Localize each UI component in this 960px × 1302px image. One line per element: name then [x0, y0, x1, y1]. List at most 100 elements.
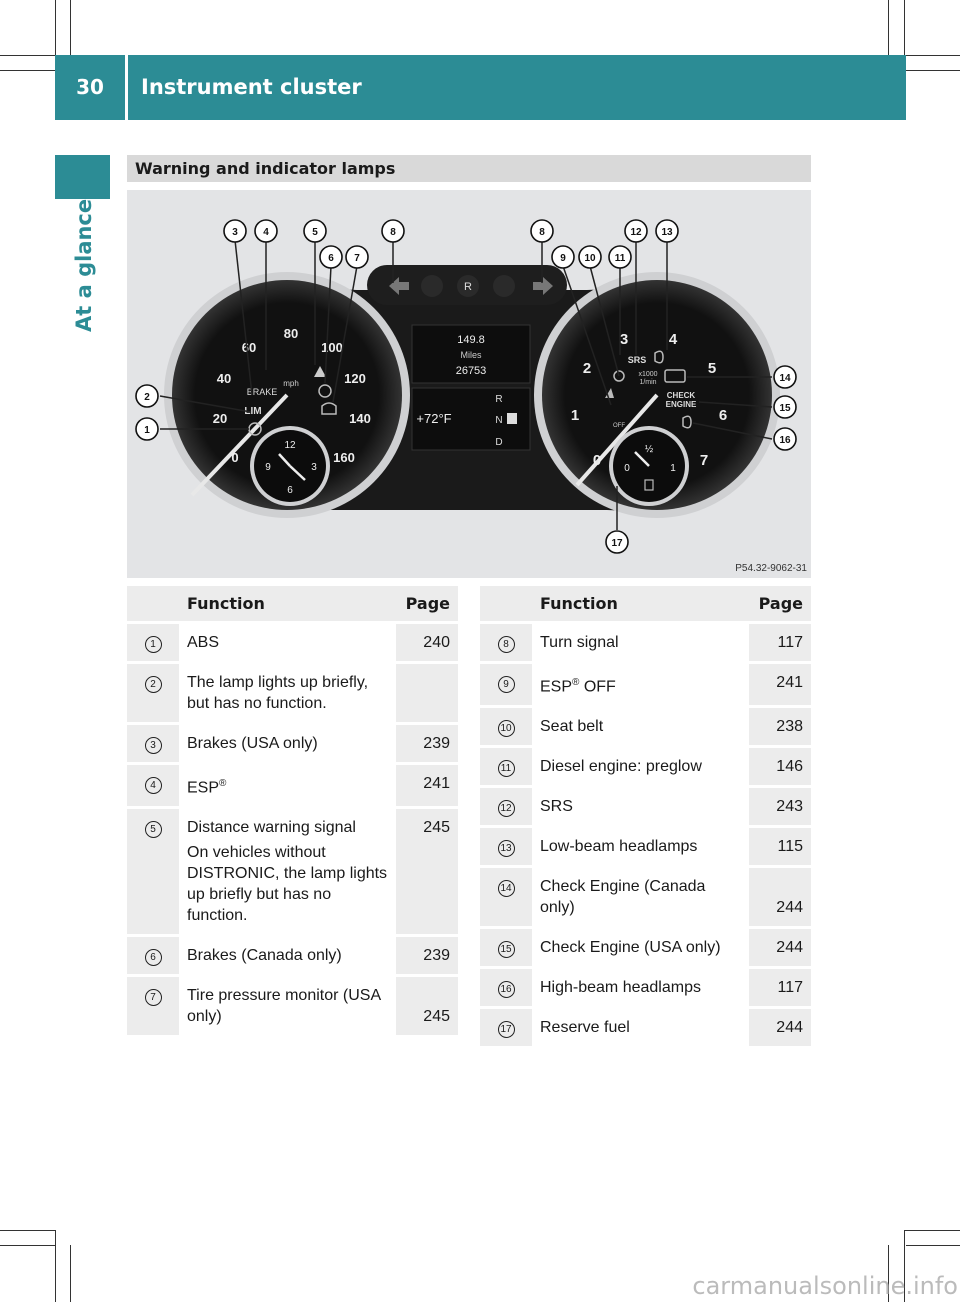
tacho-tick: 5 [708, 360, 716, 377]
clock-tick: 9 [265, 462, 271, 473]
row-page: 244 [749, 1005, 811, 1046]
row-function: Turn signal [532, 620, 749, 662]
callout-number: 8 [539, 227, 545, 238]
speedo-tick: 40 [217, 371, 231, 386]
gear-n: N [495, 415, 502, 426]
trip-value: 149.8 [457, 334, 485, 346]
crop-mark [906, 1245, 960, 1246]
preglow-icon [613, 370, 625, 382]
row-number: 15 [497, 940, 515, 958]
speedo-tick: 100 [321, 340, 343, 355]
reserve-fuel-icon [644, 479, 654, 491]
registered-mark: ® [219, 777, 227, 789]
crop-mark [904, 0, 905, 55]
callout-number: 6 [328, 253, 334, 264]
row-function: Tire pressure monitor (USA only) [179, 973, 396, 1035]
callout-number: 17 [611, 538, 623, 549]
row-note: On vehicles without DISTRONIC, the lamp … [187, 843, 388, 924]
callout-number: 8 [390, 227, 396, 238]
callout-number: 4 [263, 227, 269, 238]
tachometer-needle [575, 393, 659, 487]
row-number: 12 [497, 799, 515, 817]
crop-mark [888, 0, 889, 55]
topbar-r: R [464, 281, 472, 293]
clock-tick: 6 [287, 485, 293, 496]
gear-p-icon [507, 413, 517, 424]
row-function: Distance warning signal [187, 818, 356, 836]
crop-mark [888, 1245, 889, 1302]
table-row: 17 Reserve fuel 244 [480, 1005, 811, 1046]
watermark[interactable]: carmanualsonline.info [692, 1272, 958, 1300]
callout-circle [773, 395, 797, 419]
callout-circle [530, 219, 554, 243]
callout-leader [234, 239, 253, 396]
row-page: 240 [396, 620, 458, 662]
speedo-tick: 160 [333, 450, 355, 465]
row-number: 14 [497, 879, 515, 897]
odometer-value: 26753 [456, 365, 487, 377]
row-page: 244 [749, 864, 811, 928]
crop-mark [55, 0, 56, 55]
header-page: Page [749, 586, 811, 622]
clock-tick: 12 [284, 440, 296, 451]
function-table-left: Function Page 1 ABS 240 2 The lamp light… [127, 586, 458, 1035]
callout-circle [655, 219, 679, 243]
row-function: High-beam headlamps [532, 965, 749, 1008]
callout-leader [332, 265, 358, 403]
distance-warning-icon [314, 366, 326, 377]
callout-number: 15 [779, 403, 791, 414]
turn-left-icon [389, 277, 409, 295]
crop-mark [70, 0, 71, 55]
speedo-tick: 80 [284, 326, 298, 341]
callout-leader [698, 401, 773, 408]
chapter-title: Instrument cluster [141, 75, 362, 99]
tacho-tick: 6 [719, 407, 727, 424]
row-page: 245 [396, 973, 458, 1035]
row-number: 10 [497, 719, 515, 737]
row-page: 115 [749, 824, 811, 867]
table-row: 12 SRS 243 [480, 784, 811, 827]
callout-number: 3 [232, 227, 238, 238]
row-number: 17 [497, 1020, 515, 1038]
callout-circle [624, 219, 648, 243]
row-number: 5 [144, 820, 162, 838]
callout-leader [692, 422, 773, 440]
row-page: 241 [749, 660, 811, 707]
row-page: 238 [749, 704, 811, 747]
fuel-tick: ½ [645, 444, 654, 455]
high-beam-icon [682, 415, 692, 429]
callout-number: 13 [661, 227, 673, 238]
rpm-unit1: x1000 [638, 371, 657, 378]
instrument-cluster-figure: R 0 20 40 60 80 100 120 140 160 mph BRAK… [127, 190, 811, 578]
callout-circle [135, 384, 159, 408]
indicator-icon [421, 275, 443, 297]
callout-leader [159, 395, 252, 413]
callout-number: 12 [630, 227, 642, 238]
header-function: Function [179, 586, 396, 622]
callout-circle [381, 219, 405, 243]
table-row: 13 Low-beam headlamps 115 [480, 824, 811, 867]
check-engine-icon [664, 369, 686, 383]
check-label: CHECK [667, 391, 696, 400]
row-number: 16 [497, 980, 515, 998]
instrument-cluster-illustration: R 0 20 40 60 80 100 120 140 160 mph BRAK… [135, 219, 797, 554]
callout-circle [773, 365, 797, 389]
clock-hand [278, 453, 291, 467]
crop-mark [0, 1245, 55, 1246]
section-title: Warning and indicator lamps [127, 155, 811, 182]
row-function: ESP [540, 677, 573, 695]
table-header-row: Function Page [480, 586, 811, 622]
fuel-tick: 1 [670, 463, 676, 474]
table-row: 11 Diesel engine: preglow 146 [480, 744, 811, 787]
crop-mark [904, 1230, 960, 1231]
callout-number: 14 [779, 373, 791, 384]
row-page: 146 [749, 744, 811, 787]
tacho-tick: 4 [669, 331, 678, 348]
row-function: Check Engine (USA only) [532, 925, 749, 968]
table-row: 14 Check Engine (Canada only) 244 [480, 864, 811, 928]
callout-leader [589, 265, 620, 377]
turn-right-icon [533, 277, 553, 295]
table-row: 9 ESP® OFF 241 [480, 660, 811, 707]
page-number: 30 [76, 75, 104, 99]
indicator-icon [457, 275, 479, 297]
